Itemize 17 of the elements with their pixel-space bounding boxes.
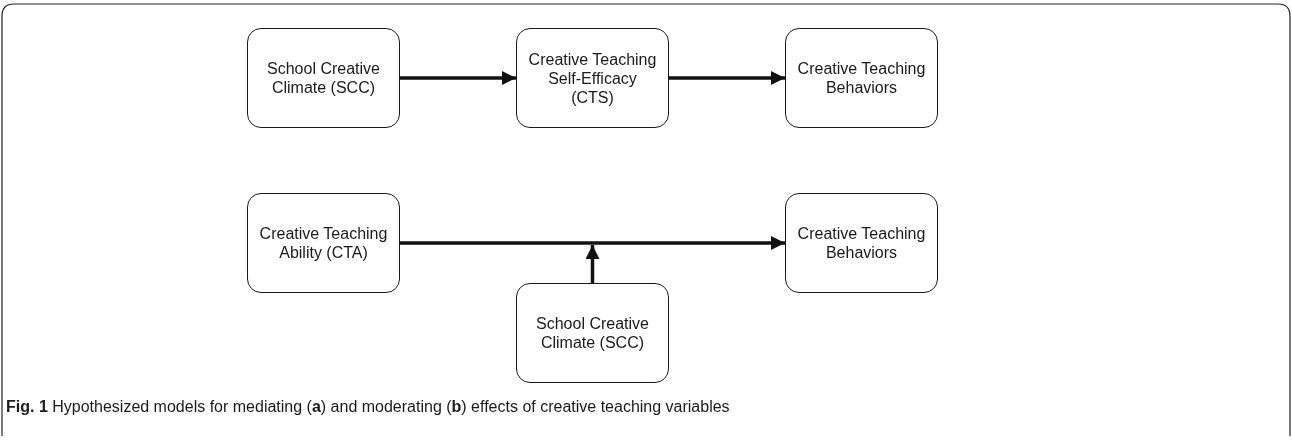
arrow [400, 236, 785, 250]
variable-label: Creative Teaching Behaviors [796, 224, 927, 262]
arrow [585, 245, 600, 283]
variable-box [785, 193, 938, 293]
arrow [669, 71, 785, 85]
variable-box [785, 28, 938, 128]
variable-box [247, 193, 400, 293]
figure-caption: Fig. 1 Hypothesized models for mediating (a) and moderating (b) effects of creative teaching variables [6, 398, 730, 416]
variable-label: Creative Teaching Ability (CTA) [258, 224, 389, 262]
arrow [400, 71, 516, 85]
variable-box [516, 283, 669, 383]
variable-label: Creative Teaching Behaviors [796, 59, 927, 97]
variable-box [516, 28, 669, 128]
variable-label: Creative Teaching Self-Efficacy (CTS) [527, 49, 658, 107]
variable-box [247, 28, 400, 128]
variable-label: School Creative Climate (SCC) [266, 59, 381, 97]
variable-label: School Creative Climate (SCC) [535, 314, 650, 352]
